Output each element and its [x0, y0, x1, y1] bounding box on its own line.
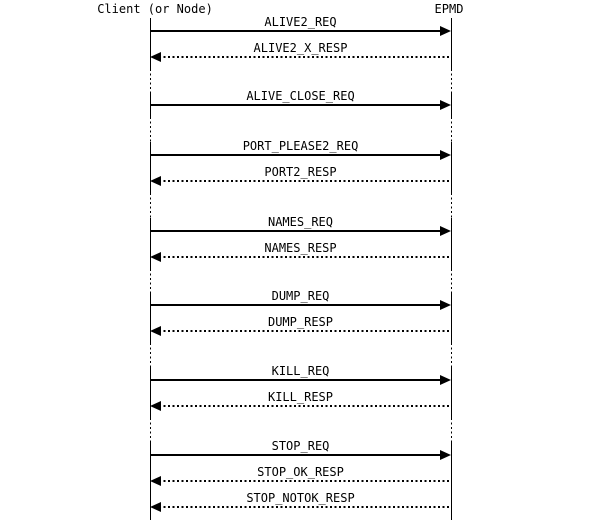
arrow-right-icon [440, 226, 451, 236]
message-label: ALIVE2_REQ [264, 15, 337, 29]
arrow-left-icon [150, 476, 161, 486]
arrow-right-icon [440, 150, 451, 160]
arrow-right-icon [440, 375, 451, 385]
lifeline-segment [150, 142, 151, 193]
lifeline-segment [451, 117, 452, 142]
lifeline-segment [150, 418, 151, 442]
message-line [150, 454, 442, 456]
lifeline-segment [150, 343, 151, 367]
arrow-left-icon [150, 401, 161, 411]
lifeline-segment [451, 18, 452, 69]
lifeline-segment [150, 218, 151, 269]
message-line [159, 180, 449, 182]
arrow-left-icon [150, 502, 161, 512]
message-label: PORT_PLEASE2_REQ [242, 139, 359, 153]
lifeline-segment [150, 367, 151, 418]
actor-epmd-label: EPMD [434, 2, 464, 16]
lifeline-segment [150, 193, 151, 218]
message-label: NAMES_REQ [267, 215, 334, 229]
lifeline-segment [451, 92, 452, 117]
lifeline-segment [451, 292, 452, 343]
message-line [150, 104, 442, 106]
arrow-right-icon [440, 300, 451, 310]
lifeline-segment [150, 269, 151, 292]
message-label: PORT2_RESP [264, 165, 337, 179]
message-label: STOP_OK_RESP [257, 465, 344, 479]
message-line [150, 230, 442, 232]
arrow-left-icon [150, 176, 161, 186]
message-line [159, 480, 449, 482]
arrow-right-icon [440, 450, 451, 460]
lifeline-segment [451, 343, 452, 367]
lifeline-segment [451, 218, 452, 269]
message-line [150, 379, 442, 381]
message-line [150, 154, 442, 156]
message-label: STOP_NOTOK_RESP [246, 491, 355, 505]
lifeline-segment [150, 292, 151, 343]
message-line [159, 330, 449, 332]
arrow-left-icon [150, 326, 161, 336]
epmd-lifeline [451, 0, 452, 520]
lifeline-segment [451, 418, 452, 442]
message-label: ALIVE_CLOSE_REQ [246, 89, 355, 103]
message-line [150, 30, 442, 32]
message-label: DUMP_RESP [267, 315, 334, 329]
message-line [159, 506, 449, 508]
arrow-left-icon [150, 52, 161, 62]
lifeline-segment [451, 367, 452, 418]
arrow-right-icon [440, 100, 451, 110]
message-label: ALIVE2_X_RESP [253, 41, 348, 55]
lifeline-segment [451, 442, 452, 520]
message-label: KILL_REQ [271, 364, 330, 378]
arrow-right-icon [440, 26, 451, 36]
message-label: KILL_RESP [267, 390, 334, 404]
lifeline-segment [451, 193, 452, 218]
lifeline-segment [451, 142, 452, 193]
message-line [159, 405, 449, 407]
lifeline-segment [451, 69, 452, 92]
message-label: STOP_REQ [271, 439, 330, 453]
message-line [159, 56, 449, 58]
message-line [150, 304, 442, 306]
lifeline-segment [150, 69, 151, 92]
message-label: NAMES_RESP [264, 241, 337, 255]
actor-client-label: Client (or Node) [97, 2, 213, 16]
lifeline-segment [451, 269, 452, 292]
message-label: DUMP_REQ [271, 289, 330, 303]
lifeline-segment [150, 18, 151, 69]
message-line [159, 256, 449, 258]
arrow-left-icon [150, 252, 161, 262]
lifeline-segment [150, 117, 151, 142]
